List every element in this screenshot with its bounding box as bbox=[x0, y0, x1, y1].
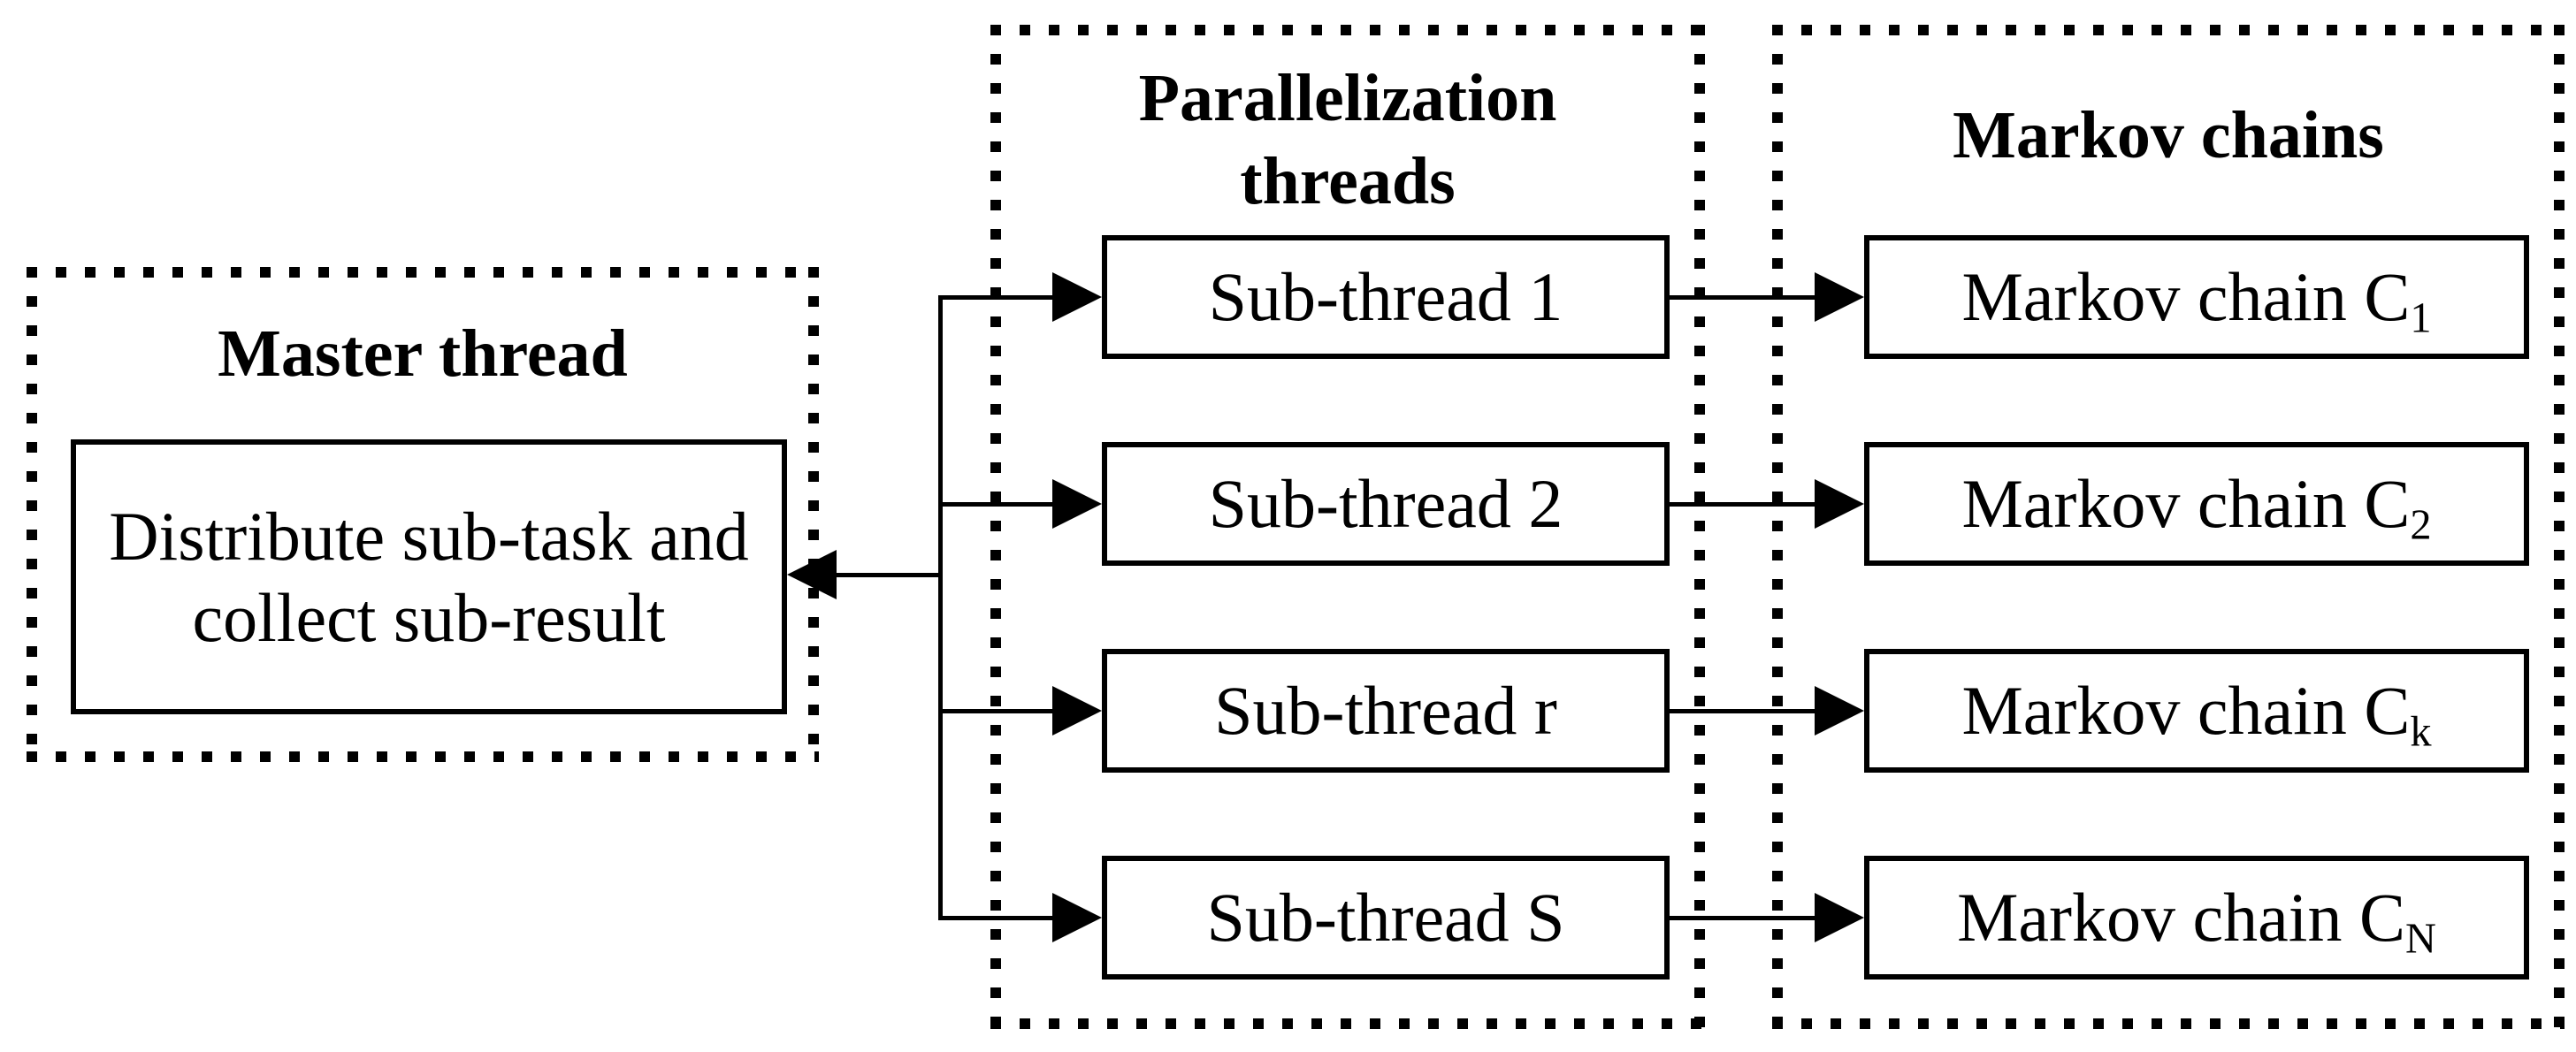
markov-title-text: Markov chains bbox=[1953, 98, 2384, 172]
arrow-into-markov-2-icon bbox=[1815, 479, 1864, 529]
branch-line-subthread-2 bbox=[938, 502, 1055, 507]
markov-chain-1-subscript: 1 bbox=[2410, 294, 2432, 342]
markov-chain-2-box: Markov chain C2 bbox=[1864, 442, 2529, 566]
line-subthread-1-to-markov bbox=[1667, 295, 1817, 300]
line-trunk-to-master bbox=[835, 573, 941, 577]
branch-line-subthread-1 bbox=[938, 295, 1055, 300]
subthread-2-label: Sub-thread 2 bbox=[1208, 465, 1563, 542]
arrow-into-subthread-1-icon bbox=[1052, 272, 1102, 322]
markov-chain-n-base: Markov chain C bbox=[1957, 879, 2405, 956]
markov-chain-n-subscript: N bbox=[2404, 915, 2436, 963]
line-subthread-2-to-markov bbox=[1667, 502, 1817, 507]
parallelization-title-line2: threads bbox=[1240, 144, 1456, 218]
subthread-r-box: Sub-thread r bbox=[1102, 649, 1670, 773]
markov-panel-title: Markov chains bbox=[1772, 97, 2565, 173]
markov-chain-k-base: Markov chain C bbox=[1961, 672, 2411, 749]
master-title-text: Master thread bbox=[218, 316, 628, 391]
markov-chain-1-base: Markov chain C bbox=[1961, 258, 2411, 335]
markov-chain-2-base: Markov chain C bbox=[1961, 465, 2411, 542]
subthread-s-label: Sub-thread S bbox=[1206, 879, 1565, 956]
markov-chain-n-label: Markov chain CN bbox=[1957, 877, 2436, 960]
markov-chain-1-box: Markov chain C1 bbox=[1864, 235, 2529, 359]
master-task-box: Distribute sub-task and collect sub-resu… bbox=[71, 439, 787, 714]
markov-chain-k-label: Markov chain Ck bbox=[1961, 670, 2431, 753]
arrow-into-subthread-s-icon bbox=[1052, 893, 1102, 942]
arrow-into-markov-k-icon bbox=[1815, 686, 1864, 736]
markov-chain-1-label: Markov chain C1 bbox=[1961, 256, 2431, 339]
arrow-into-markov-n-icon bbox=[1815, 893, 1864, 942]
master-task-label: Distribute sub-task and collect sub-resu… bbox=[109, 496, 749, 659]
subthread-r-label: Sub-thread r bbox=[1214, 672, 1557, 749]
branch-line-subthread-s bbox=[938, 916, 1055, 920]
parallelization-title-line1: Parallelization bbox=[1138, 61, 1557, 135]
markov-chain-k-box: Markov chain Ck bbox=[1864, 649, 2529, 773]
subthread-s-box: Sub-thread S bbox=[1102, 856, 1670, 980]
parallelization-panel-title: Parallelization threads bbox=[990, 57, 1705, 223]
arrow-into-subthread-2-icon bbox=[1052, 479, 1102, 529]
line-subthread-r-to-markov bbox=[1667, 709, 1817, 713]
master-task-line2: collect sub-result bbox=[192, 578, 666, 656]
markov-chain-2-label: Markov chain C2 bbox=[1961, 463, 2431, 546]
markov-chain-2-subscript: 2 bbox=[2410, 501, 2432, 549]
trunk-line bbox=[938, 295, 943, 920]
markov-chain-n-box: Markov chain CN bbox=[1864, 856, 2529, 980]
arrow-into-subthread-r-icon bbox=[1052, 686, 1102, 736]
markov-chain-k-subscript: k bbox=[2410, 708, 2432, 756]
subthread-1-box: Sub-thread 1 bbox=[1102, 235, 1670, 359]
line-subthread-s-to-markov bbox=[1667, 916, 1817, 920]
arrow-into-markov-1-icon bbox=[1815, 272, 1864, 322]
master-task-line1: Distribute sub-task and bbox=[109, 497, 749, 575]
subthread-1-label: Sub-thread 1 bbox=[1208, 258, 1563, 335]
subthread-2-box: Sub-thread 2 bbox=[1102, 442, 1670, 566]
arrow-into-master-icon bbox=[787, 550, 837, 599]
master-panel-title: Master thread bbox=[27, 315, 819, 393]
branch-line-subthread-r bbox=[938, 709, 1055, 713]
